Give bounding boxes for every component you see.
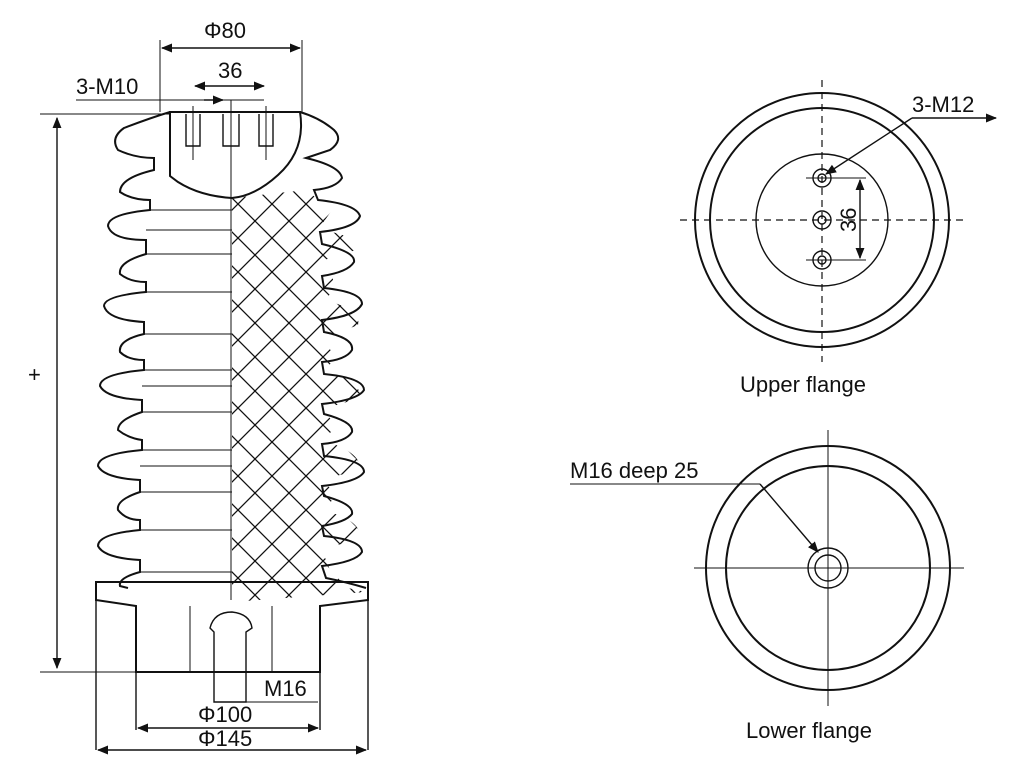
phi80-label: Φ80 — [204, 18, 246, 43]
cap-bolt-holes — [185, 100, 274, 600]
upper-callout: 3-M12 — [912, 92, 974, 117]
shed-inner-lines — [140, 209, 232, 573]
left-sheds — [96, 111, 171, 589]
lower-flange-caption: Lower flange — [746, 718, 872, 743]
base-threaded-hole — [209, 611, 253, 703]
upper-cap — [169, 111, 302, 200]
upper-dim-36: 36 — [836, 208, 861, 232]
right-sheds — [299, 111, 367, 589]
dim-36-label: 36 — [218, 58, 242, 83]
lower-callout: M16 deep 25 — [570, 458, 698, 483]
upper-flange-view: 36 3-M12 Upper flange — [680, 80, 998, 397]
lower-flange-view: M16 deep 25 Lower flange — [570, 430, 964, 743]
3m10-label: 3-M10 — [76, 74, 138, 99]
phi100-label: Φ100 — [198, 702, 252, 727]
upper-flange-caption: Upper flange — [740, 372, 866, 397]
phi145-label: Φ145 — [198, 726, 252, 751]
upper-bolt-holes — [806, 168, 838, 270]
insulator-side-view: + Φ80 36 3-M10 M16 Φ100 Φ145 — [28, 18, 369, 755]
m16-label: M16 — [264, 676, 307, 701]
height-dim-label: + — [28, 362, 41, 387]
